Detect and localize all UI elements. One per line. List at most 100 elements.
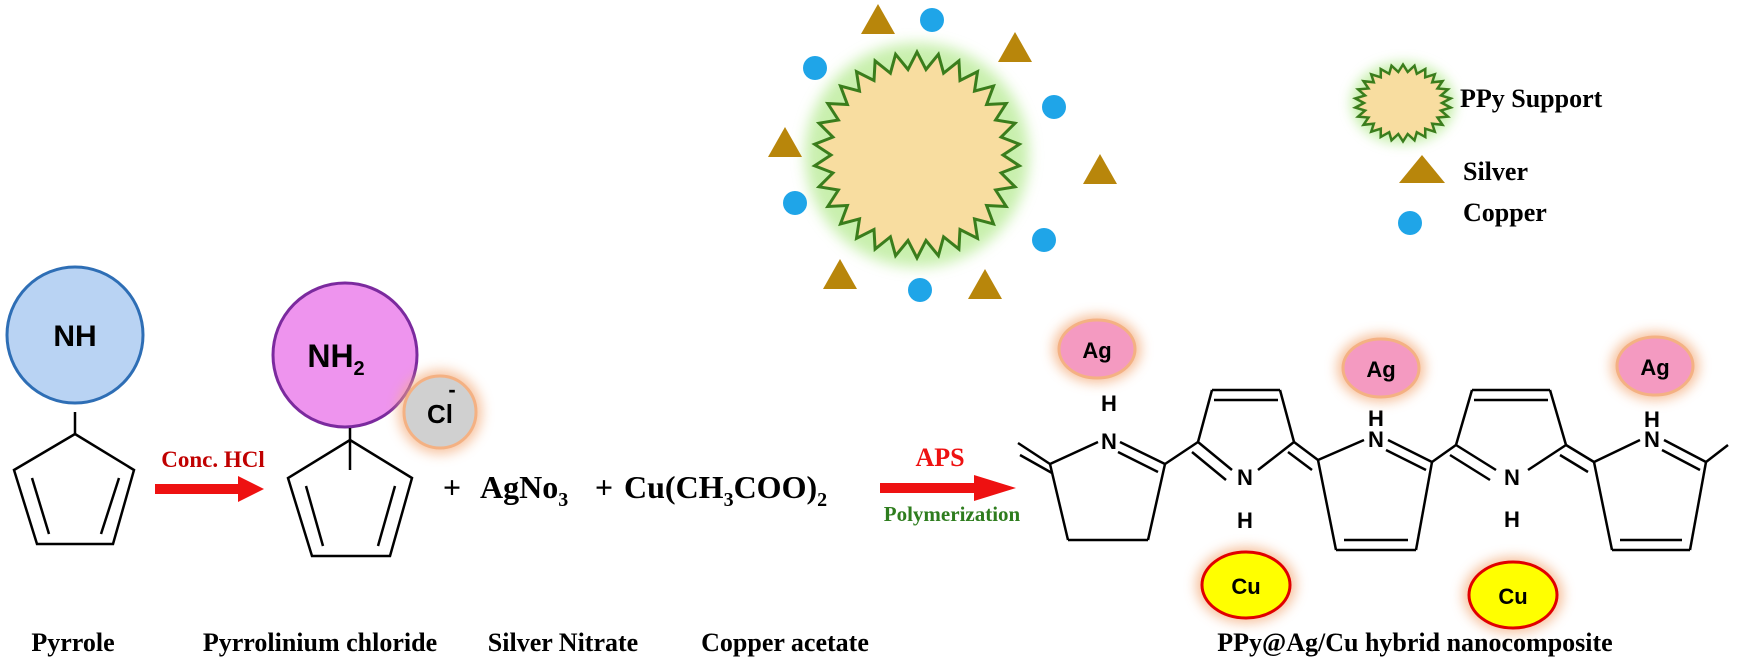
chloride-charge: - — [448, 377, 455, 402]
legend-silver-label: Silver — [1463, 157, 1528, 186]
copper-particles: Cu Cu — [1196, 547, 1563, 633]
ppy-support-particle — [805, 43, 1029, 267]
ring1-bond-b — [1119, 440, 1166, 466]
silver-triangle-marker — [968, 269, 1002, 299]
silver-particles: Ag Ag Ag — [1053, 315, 1699, 402]
ring3-nitrogen: N — [1368, 427, 1384, 452]
copper-dot-marker — [1032, 228, 1056, 252]
ring2-bond-a — [1196, 389, 1214, 443]
ring4-bond-e — [1455, 443, 1497, 472]
pyrrolinium-nh2-circle — [271, 281, 419, 429]
silver-particle: Ag — [1337, 334, 1425, 402]
silver-particle: Ag — [1611, 332, 1699, 400]
bridge-4-5 — [1565, 443, 1595, 464]
polypyrrole-chain — [1017, 388, 1729, 552]
particle-decorations — [768, 4, 1117, 302]
legend-copper-label: Copper — [1463, 198, 1547, 227]
ring1-hydrogen: H — [1101, 391, 1117, 416]
ring2-nitrogen: N — [1237, 465, 1253, 490]
ring3-bond-c — [1414, 461, 1434, 551]
legend-copper-icon — [1398, 211, 1422, 235]
ring1-bond-b-double — [1117, 450, 1159, 474]
arrow-acid-label: Conc. HCl — [161, 447, 265, 472]
ring2-bond-e-double — [1191, 451, 1227, 481]
bridge-1-2 — [1164, 440, 1199, 466]
silver-particle-label: Ag — [1366, 357, 1395, 382]
copper-dot-marker — [783, 191, 807, 215]
bridge-4-5-double — [1559, 453, 1589, 474]
plus-sign-1: + — [443, 469, 461, 505]
silver-particle-label: Ag — [1082, 338, 1111, 363]
ring4-nitrogen: N — [1504, 465, 1520, 490]
arrow-polymerization-label: Polymerization — [884, 502, 1021, 526]
silver-triangle-marker — [1083, 154, 1117, 184]
ring5-bond-b — [1663, 438, 1707, 464]
ring5-bond-b-double — [1661, 448, 1701, 472]
copper-dot-marker — [803, 56, 827, 80]
ring1-bond-a — [1049, 440, 1099, 466]
ring5-bond-e — [1592, 461, 1614, 551]
ring4-bond-d — [1527, 443, 1567, 472]
pyrrole-nh-circle — [5, 265, 145, 405]
caption-pyrrole: Pyrrole — [31, 628, 114, 657]
silver-nitrate-formula: AgNo3 — [480, 469, 568, 511]
legend-support-icon — [1352, 62, 1454, 144]
chain-end-left-double — [1019, 453, 1053, 475]
ring5-hydrogen: H — [1644, 407, 1660, 432]
silver-particle: Ag — [1053, 315, 1141, 383]
ppy-support-body — [811, 48, 1023, 262]
copper-dot-marker — [1042, 95, 1066, 119]
pyrrole-double-bond-right — [99, 477, 121, 535]
ring1-bond-e — [1048, 463, 1070, 541]
chain-end-right — [1705, 444, 1729, 463]
copper-dot-marker — [908, 278, 932, 302]
copper-acetate-formula: Cu(CH3COO)2 — [624, 469, 827, 511]
copper-particle: Cu — [1463, 557, 1563, 633]
legend: PPy Support Silver Copper — [1351, 62, 1603, 235]
ring2-bond-e — [1197, 441, 1233, 471]
pyrrole-nh-label: NH — [53, 320, 96, 353]
copper-dot-marker — [920, 8, 944, 32]
ring3-bond-b — [1387, 438, 1433, 464]
plus-sign-2: + — [595, 469, 613, 505]
ring2-bond-d — [1257, 441, 1295, 471]
chain-end-left — [1017, 441, 1051, 466]
arrow-polymerization: APS Polymerization — [880, 443, 1021, 526]
pyrrolinium-nh2-label: NH2 — [307, 338, 364, 380]
silver-particle-label: Ag — [1640, 355, 1669, 380]
legend-silver-icon — [1399, 155, 1445, 183]
ring5-nitrogen: N — [1644, 427, 1660, 452]
pyrrole-ring — [12, 432, 136, 546]
ring4-bond-e-double — [1449, 453, 1491, 482]
arrow-acid-step: Conc. HCl — [155, 447, 265, 502]
ring3-bond-b-double — [1385, 448, 1427, 472]
pyrrolinium-double-bond-right — [376, 485, 397, 547]
ring3-hydrogen: H — [1368, 406, 1384, 431]
ring2-bond-c — [1278, 389, 1296, 443]
arrow-aps-label: APS — [915, 443, 964, 472]
caption-product: PPy@Ag/Cu hybrid nanocomposite — [1217, 628, 1612, 657]
copper-particle: Cu — [1196, 547, 1296, 623]
silver-triangle-marker — [823, 259, 857, 289]
pyrrolinium-double-bond-left — [304, 485, 325, 547]
ring2-hydrogen: H — [1237, 508, 1253, 533]
chloride-label: Cl — [427, 399, 453, 429]
silver-triangle-marker — [998, 32, 1032, 62]
bridge-3-4 — [1431, 443, 1457, 464]
ring1-nitrogen: N — [1101, 429, 1117, 454]
legend-support-label: PPy Support — [1460, 84, 1603, 113]
arrow-acid-shaft — [155, 484, 240, 494]
bridge-2-3 — [1293, 441, 1319, 461]
chloride-circle — [402, 374, 478, 450]
pyrrolinium-ring — [286, 438, 414, 558]
pyrrole-molecule: NH — [5, 265, 145, 546]
pyrrolinium-molecule: NH2 Cl - — [271, 281, 482, 558]
caption-pyrrolinium: Pyrrolinium chloride — [203, 628, 437, 657]
ring4-bond-c — [1548, 389, 1568, 446]
ring5-bond-a — [1593, 438, 1641, 464]
arrow-polymerization-head — [974, 475, 1016, 501]
copper-particle-label: Cu — [1231, 574, 1260, 599]
arrow-acid-head — [238, 476, 264, 502]
ring3-bond-a — [1317, 438, 1365, 462]
